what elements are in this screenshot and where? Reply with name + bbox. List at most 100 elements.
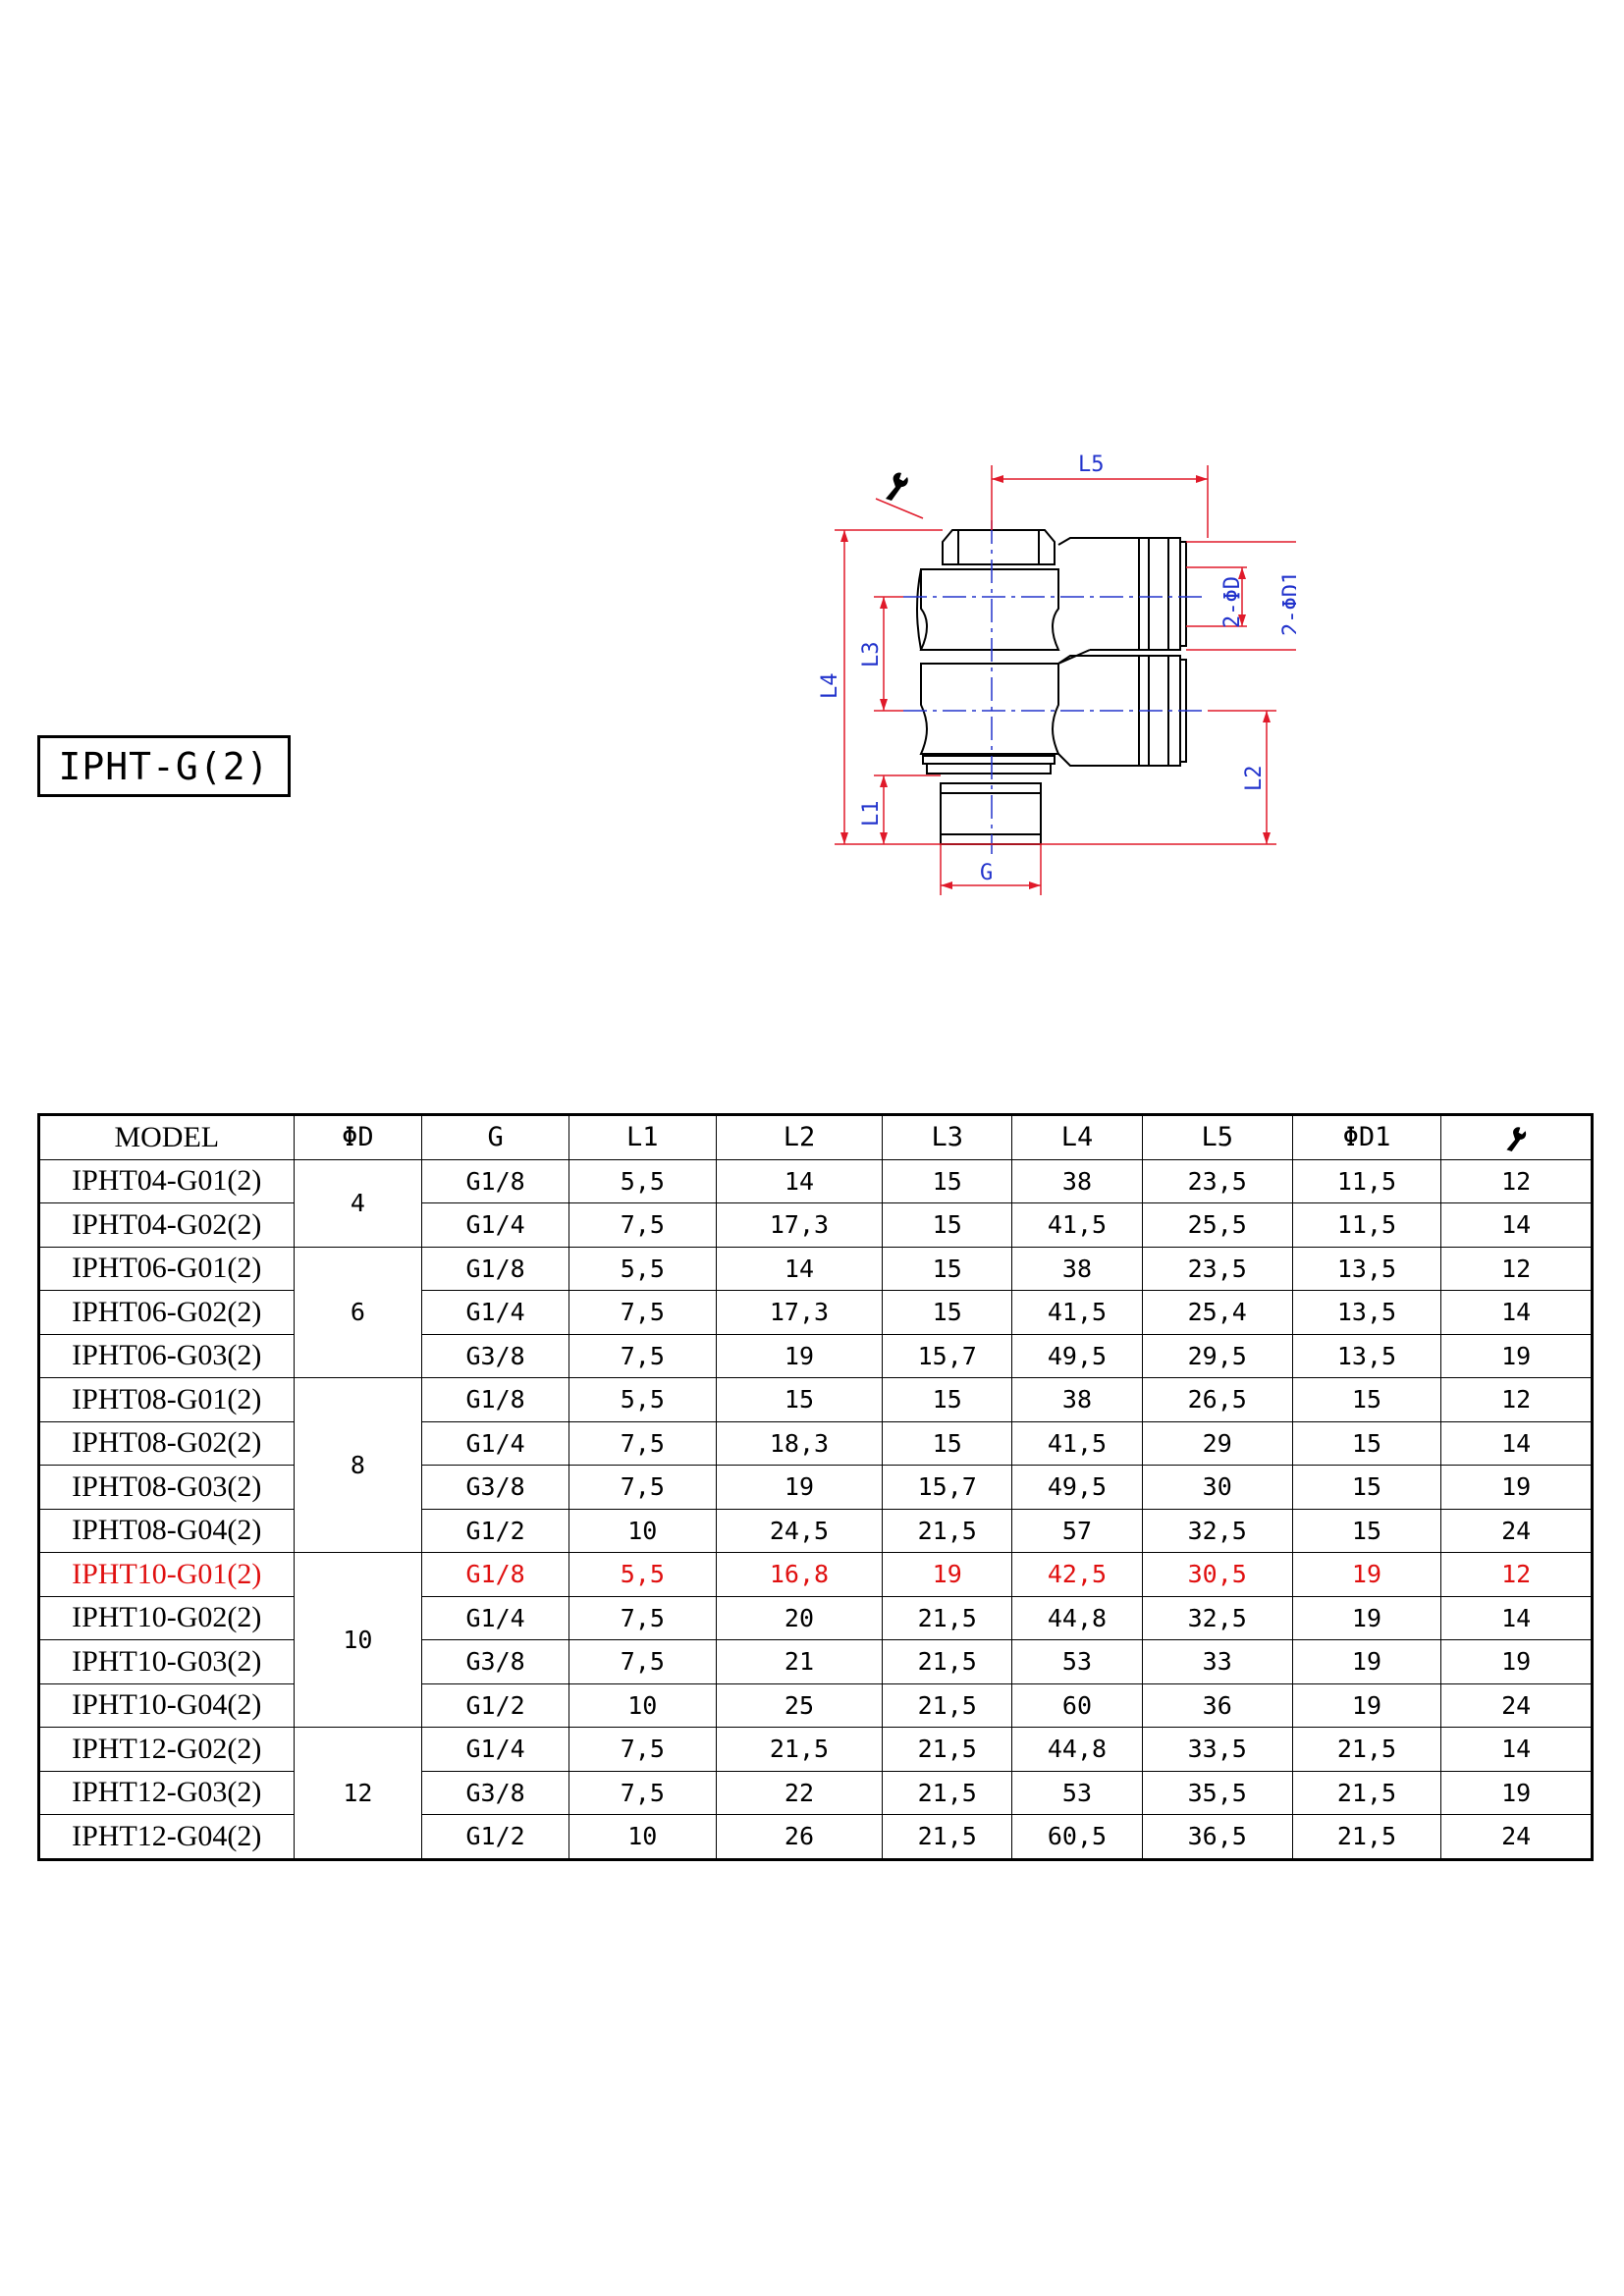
- cell-d1: 13,5: [1291, 1246, 1442, 1291]
- cell-d1: 15: [1291, 1465, 1442, 1510]
- cell-g: G1/8: [421, 1552, 569, 1597]
- header-d: ΦD: [293, 1114, 423, 1160]
- cell-l3: 15: [882, 1202, 1013, 1248]
- cell-l4: 41,5: [1011, 1202, 1143, 1248]
- cell-g: G1/2: [421, 1508, 569, 1553]
- cell-l3: 15: [882, 1377, 1013, 1422]
- cell-l5: 33,5: [1141, 1727, 1293, 1772]
- cell-l5: 23,5: [1141, 1246, 1293, 1291]
- cell-model: IPHT06-G02(2): [38, 1290, 295, 1335]
- cell-d1: 11,5: [1291, 1202, 1442, 1248]
- cell-l2: 15: [715, 1377, 884, 1422]
- cell-model: IPHT12-G03(2): [38, 1770, 295, 1815]
- cell-l3: 15: [882, 1246, 1013, 1291]
- cell-l5: 32,5: [1141, 1508, 1293, 1553]
- cell-model: IPHT08-G02(2): [38, 1420, 295, 1466]
- cell-l2: 22: [715, 1770, 884, 1815]
- cell-wrench-size: 24: [1440, 1682, 1593, 1728]
- cell-l5: 33: [1141, 1639, 1293, 1684]
- cell-l3: 15: [882, 1290, 1013, 1335]
- header-d1: ΦD1: [1291, 1114, 1442, 1160]
- cell-l2: 14: [715, 1246, 884, 1291]
- cell-g: G1/8: [421, 1158, 569, 1203]
- cell-l5: 36: [1141, 1682, 1293, 1728]
- cell-l5: 25,5: [1141, 1202, 1293, 1248]
- cell-g: G3/8: [421, 1465, 569, 1510]
- header-wrench: [1440, 1114, 1593, 1160]
- cell-l4: 53: [1011, 1770, 1143, 1815]
- cell-l3: 15: [882, 1158, 1013, 1203]
- cell-l5: 36,5: [1141, 1814, 1293, 1860]
- centerlines: [903, 520, 1208, 854]
- cell-d1: 19: [1291, 1595, 1442, 1640]
- cell-l2: 16,8: [715, 1552, 884, 1597]
- cell-wrench-size: 24: [1440, 1508, 1593, 1553]
- cell-l4: 41,5: [1011, 1420, 1143, 1466]
- cell-model: IPHT08-G03(2): [38, 1465, 295, 1510]
- cell-l2: 25: [715, 1682, 884, 1728]
- spec-table: MODEL ΦD G L1 L2 L3 L4 L5 ΦD1 IPHT04-G01…: [37, 1113, 1594, 1861]
- cell-d1: 13,5: [1291, 1290, 1442, 1335]
- cell-l3: 21,5: [882, 1639, 1013, 1684]
- cell-l1: 5,5: [568, 1246, 717, 1291]
- cell-d1: 21,5: [1291, 1727, 1442, 1772]
- cell-l5: 25,4: [1141, 1290, 1293, 1335]
- cell-l1: 5,5: [568, 1158, 717, 1203]
- cell-d: 4: [293, 1158, 423, 1248]
- cell-l3: 21,5: [882, 1595, 1013, 1640]
- wrench-icon: [1506, 1127, 1527, 1151]
- cell-d1: 21,5: [1291, 1770, 1442, 1815]
- cell-l1: 7,5: [568, 1290, 717, 1335]
- cell-wrench-size: 12: [1440, 1246, 1593, 1291]
- cell-l3: 15: [882, 1420, 1013, 1466]
- cell-l3: 15,7: [882, 1333, 1013, 1378]
- cell-d1: 15: [1291, 1508, 1442, 1553]
- cell-g: G1/4: [421, 1595, 569, 1640]
- cell-l2: 19: [715, 1333, 884, 1378]
- cell-wrench-size: 14: [1440, 1202, 1593, 1248]
- cell-wrench-size: 14: [1440, 1420, 1593, 1466]
- cell-l4: 49,5: [1011, 1333, 1143, 1378]
- cell-l4: 41,5: [1011, 1290, 1143, 1335]
- cell-d: 12: [293, 1727, 423, 1860]
- cell-g: G1/4: [421, 1202, 569, 1248]
- product-title: IPHT-G(2): [37, 735, 291, 797]
- cell-g: G3/8: [421, 1639, 569, 1684]
- cell-l2: 17,3: [715, 1290, 884, 1335]
- cell-g: G1/4: [421, 1290, 569, 1335]
- cell-g: G1/4: [421, 1420, 569, 1466]
- cell-l4: 38: [1011, 1377, 1143, 1422]
- arrowheads: [840, 475, 1271, 889]
- dimension-lines: [835, 465, 1296, 895]
- cell-d1: 19: [1291, 1682, 1442, 1728]
- cell-l1: 5,5: [568, 1377, 717, 1422]
- l4-label: L4: [818, 673, 842, 700]
- cell-g: G1/8: [421, 1246, 569, 1291]
- cell-model: IPHT06-G01(2): [38, 1246, 295, 1291]
- cell-l1: 10: [568, 1508, 717, 1553]
- cell-l4: 44,8: [1011, 1727, 1143, 1772]
- cell-l1: 7,5: [568, 1333, 717, 1378]
- cell-l5: 26,5: [1141, 1377, 1293, 1422]
- cell-g: G1/8: [421, 1377, 569, 1422]
- cell-wrench-size: 14: [1440, 1727, 1593, 1772]
- cell-wrench-size: 19: [1440, 1333, 1593, 1378]
- cell-d1: 19: [1291, 1639, 1442, 1684]
- cell-l4: 38: [1011, 1246, 1143, 1291]
- cell-l4: 53: [1011, 1639, 1143, 1684]
- wrench-icon: [886, 472, 908, 501]
- cell-d1: 15: [1291, 1420, 1442, 1466]
- cell-l1: 10: [568, 1682, 717, 1728]
- cell-l1: 7,5: [568, 1420, 717, 1466]
- cell-model: IPHT10-G04(2): [38, 1682, 295, 1728]
- fitting-body: [916, 529, 1187, 845]
- cell-l3: 21,5: [882, 1727, 1013, 1772]
